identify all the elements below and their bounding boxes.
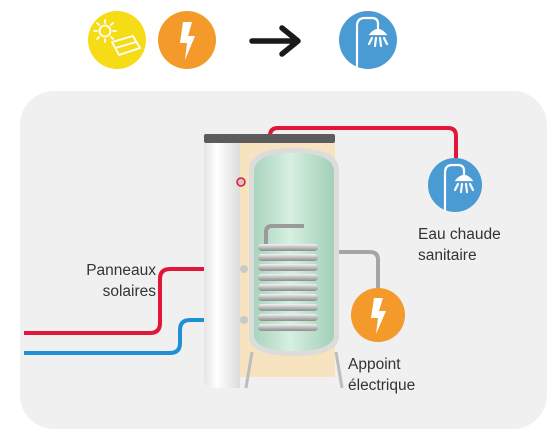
electric-pipe xyxy=(320,250,380,292)
hot-water-outlet-pipe xyxy=(268,126,458,160)
electric-backup-label: Appoint électrique xyxy=(348,356,416,394)
solar-panels-label: Panneaux solaires xyxy=(86,262,156,300)
hot-water-label: Eau chaude sanitaire xyxy=(418,226,501,264)
shower-icon xyxy=(428,158,482,212)
lightning-icon xyxy=(351,288,405,342)
sun-solar-panel-icon xyxy=(88,11,146,69)
solar-hot-pipe xyxy=(24,267,243,335)
heat-exchanger-coil xyxy=(258,224,318,331)
shower-icon xyxy=(339,11,397,69)
arrow-right-icon xyxy=(249,25,301,57)
lightning-icon xyxy=(158,11,216,69)
solar-cold-pipe xyxy=(24,318,243,355)
water-tank xyxy=(204,134,344,389)
